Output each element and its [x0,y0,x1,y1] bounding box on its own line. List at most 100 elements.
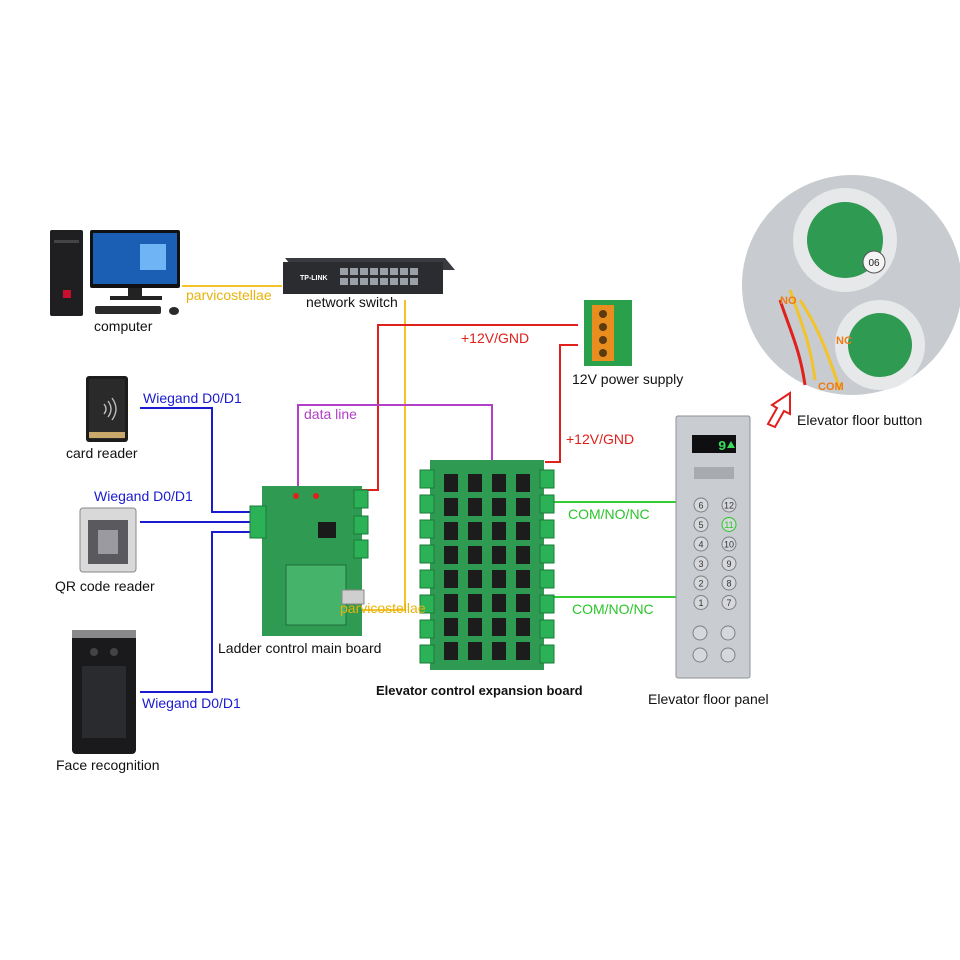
relay [468,522,482,540]
relay [444,594,458,612]
card-reader-device [86,376,128,442]
floor-display-text: 9 [718,439,726,455]
relay [468,474,482,492]
windows-logo-icon [140,244,166,270]
network-switch-device [283,258,455,294]
floor-button-photo [742,175,960,429]
floor-button [693,497,709,513]
expansion-board-label: Elevator control expansion board [376,683,583,698]
relay-label-1: COM/NO/NC [568,506,650,522]
pc-tower-logo [63,290,71,298]
rfid-wave-icon [103,397,117,421]
expansion-terminal-right [539,644,555,664]
floor-button [721,575,737,591]
expansion-terminal-left [419,569,435,589]
data-line-wire [297,404,493,560]
terminal-com-label: COM [818,381,844,393]
floor-button [693,536,709,552]
relay [468,546,482,564]
computer-device [50,230,180,316]
switch-ports [340,268,418,285]
data-line-label: data line [304,406,357,422]
up-arrow-icon [727,441,735,448]
floor-button-label: 1 [698,598,703,608]
expansion-terminal-right [539,544,555,564]
floor-button-label: 9 [726,559,731,569]
network-switch-label: network switch [306,294,398,310]
wiegand-label-2: Wiegand D0/D1 [94,488,193,504]
floor-button [721,595,737,610]
switch-brand-label: TP-LINK [300,275,328,282]
relay [468,594,482,612]
expansion-terminal-left [419,494,435,514]
psu-screws [599,310,607,357]
power-label-2: +12V/GND [566,431,635,447]
button-module-2-pcb [848,313,912,377]
floor-button [693,575,709,591]
expansion-terminal-right [539,619,555,639]
expansion-terminal-left [419,594,435,614]
main-board-label: Ladder control main board [218,640,382,656]
floor-button [721,497,737,513]
power-label-1: +12V/GND [461,330,530,346]
floor-button-label: 12 [724,501,734,511]
relay [516,498,530,516]
card-reader-face [89,379,125,439]
camera-lens-icon [90,648,98,656]
floor-button-label: 4 [698,540,703,550]
card-reader-base [89,432,125,438]
face-recognition-device [72,630,136,754]
qr-reader-device [79,507,137,573]
relay [492,474,506,492]
wiegand-label-1: Wiegand D0/D1 [143,390,242,406]
floor-display [692,435,736,453]
relay [444,546,458,564]
monitor-base [110,296,162,300]
floor-panel-body [675,415,751,679]
camera-lens-icon-2 [110,648,118,656]
panel-function-buttons [692,625,736,663]
main-board-leds [293,493,319,499]
relay [516,642,530,660]
floor-button [721,517,737,532]
power-wire-psu-expansion [545,344,578,463]
keyboard [95,306,161,314]
button-badge-text: 06 [868,258,880,269]
relay [468,642,482,660]
relay [444,618,458,636]
power-wire-psu-mainboard [362,324,578,491]
expansion-terminal-left [419,469,435,489]
relay [468,618,482,636]
expansion-board-terminals [419,469,555,664]
pc-tower-front [54,240,79,243]
relay [492,570,506,588]
relay [516,618,530,636]
expansion-board-device [419,460,555,670]
main-board-terminals [249,489,369,559]
floor-button [721,556,737,571]
computer-label: computer [94,318,153,334]
relay [492,498,506,516]
wiegand-wire-card-reader [140,407,250,513]
relay [516,570,530,588]
terminal-no-label: NO [780,295,797,307]
relay [444,570,458,588]
button-wires [788,289,842,391]
relay [444,522,458,540]
monitor-stand [128,288,142,296]
qr-scan-area [98,530,118,554]
floor-button-label: 11 [724,520,733,530]
relay [492,594,506,612]
relay [444,474,458,492]
pc-tower [50,230,83,316]
pointer-arrow-icon [766,391,791,429]
floor-button [693,517,709,532]
ethernet-wire-switch-mainboard [362,300,406,611]
relay [468,498,482,516]
psu-terminal-block [592,305,614,361]
face-device-screen [82,666,126,738]
ethernet-label-1: parvicostellae [186,287,272,303]
